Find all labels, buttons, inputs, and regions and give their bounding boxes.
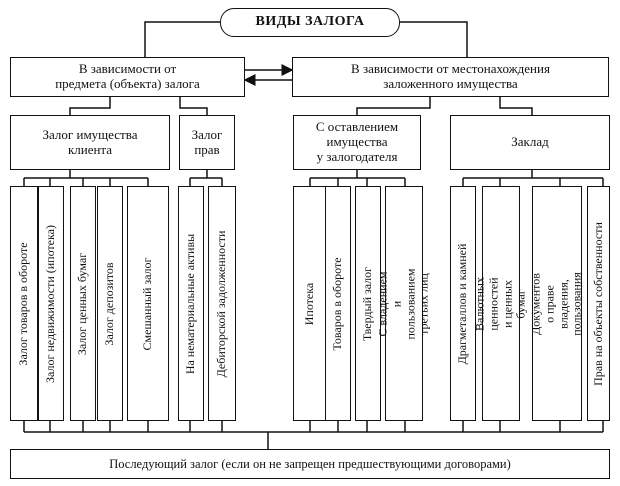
subsequent-pledge-label: Последующий залог (если он не запрещен п… — [109, 456, 511, 471]
leaf-real-estate: Залог недвижимости (ипотека) — [38, 186, 64, 421]
leaf-intangible: На нематериальные активы — [178, 186, 204, 421]
client-property-label: Залог имущества клиента — [42, 126, 138, 157]
by-subject-box: В зависимости от предмета (объекта) зало… — [10, 57, 245, 97]
leaf-third-party: С владением и пользованием третьих лиц — [375, 186, 431, 421]
leaf-mortgage: Ипотека — [293, 186, 327, 421]
leaf-label: Драгметаллов и камней — [455, 243, 470, 364]
leaf-label: Смешанный залог — [140, 257, 155, 350]
leaf-mixed: Смешанный залог — [127, 186, 169, 421]
leaf-metals: Драгметаллов и камней — [450, 186, 476, 421]
leaf-goods-turnover: Товаров в обороте — [325, 186, 351, 421]
with-pledger-box: С оставлением имущества у залогодателя — [293, 115, 421, 170]
leaf-receivables: Дебиторской задолженности — [208, 186, 236, 421]
leaf-label: Залог товаров в обороте — [16, 241, 31, 366]
connector-l1-zaklad — [499, 97, 533, 115]
leaf-currency-valuables: Валютных ценностей и ценных бумаг — [472, 186, 528, 421]
leaf-label: С владением и пользованием третьих лиц — [375, 267, 431, 339]
leaf-label: Залог недвижимости (ипотека) — [43, 224, 58, 383]
rights-box: Залог прав — [179, 115, 235, 170]
leaf-label: Прав на объекты собственности — [590, 221, 605, 386]
connector-title-right — [400, 21, 468, 57]
client-property-box: Залог имущества клиента — [10, 115, 170, 170]
leaf-label: Залог депозитов — [102, 261, 117, 346]
leaf-label: Дебиторской задолженности — [214, 230, 229, 377]
leaf-label: Ипотека — [302, 282, 317, 325]
leaf-label: Твердый залог — [360, 266, 375, 341]
with-pledger-label: С оставлением имущества у залогодателя — [315, 119, 399, 164]
rights-label: Залог прав — [191, 126, 223, 157]
leaf-label: Документов о праве владения, пользования — [528, 271, 584, 336]
leaf-property-rights: Прав на объекты собственности — [587, 186, 610, 421]
zaklad-box: Заклад — [450, 115, 610, 170]
leaf-ownership-docs: Документов о праве владения, пользования — [528, 186, 584, 421]
zaklad-label: Заклад — [511, 134, 549, 150]
connector-l1-client — [69, 97, 111, 115]
connector-title-left — [144, 21, 220, 57]
leaf-label: Товаров в обороте — [330, 256, 345, 351]
connector-l1-rights — [179, 97, 208, 115]
leaf-label: Залог ценных бумаг — [75, 252, 90, 355]
subsequent-pledge-box: Последующий залог (если он не запрещен п… — [10, 449, 610, 479]
leaf-goods-in-turnover: Залог товаров в обороте — [10, 186, 38, 421]
by-subject-label: В зависимости от предмета (объекта) зало… — [55, 61, 200, 91]
leaf-deposits: Залог депозитов — [97, 186, 123, 421]
title-box: ВИДЫ ЗАЛОГА — [220, 8, 400, 37]
page-title: ВИДЫ ЗАЛОГА — [255, 14, 365, 30]
connector-l1-pledger — [356, 97, 431, 115]
leaf-label: На нематериальные активы — [183, 233, 198, 374]
by-location-box: В зависимости от местонахождения заложен… — [292, 57, 609, 97]
leaf-label: Валютных ценностей и ценных бумаг — [472, 276, 528, 331]
by-location-label: В зависимости от местонахождения заложен… — [351, 61, 550, 91]
leaf-firm: Твердый залог — [355, 186, 381, 421]
leaf-securities: Залог ценных бумаг — [70, 186, 96, 421]
